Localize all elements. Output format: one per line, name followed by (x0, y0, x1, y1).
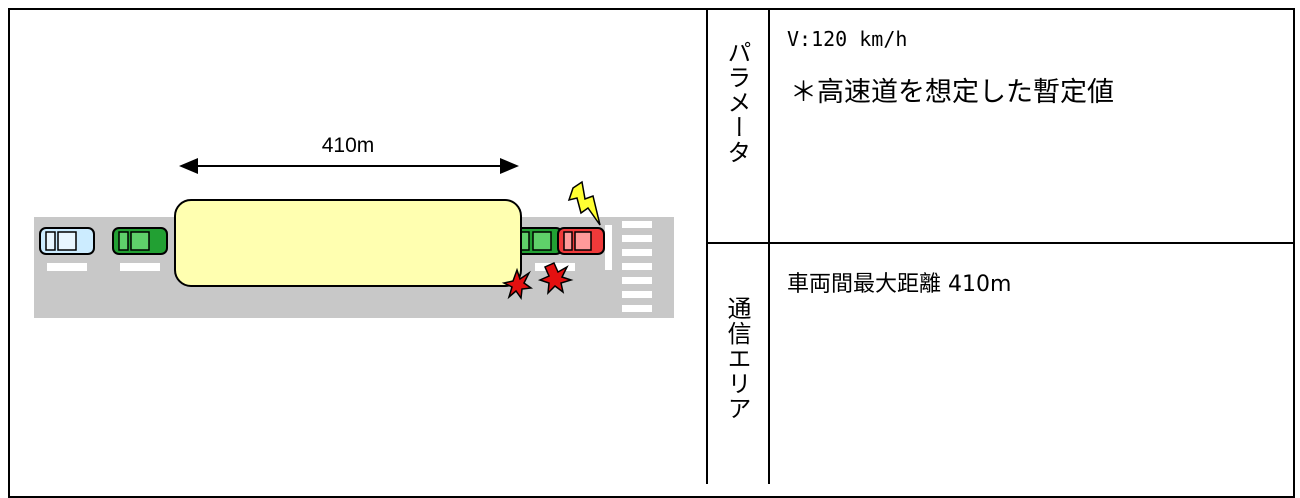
distance-label: 410m (322, 134, 375, 157)
lane-dash (47, 263, 87, 271)
divider-header (768, 8, 770, 484)
crash-icon (501, 267, 534, 301)
crash-icon (537, 262, 574, 296)
row1-header: パラメータ (723, 40, 751, 165)
lightning-icon (567, 180, 601, 226)
traffic-diagram: 410m (34, 134, 674, 318)
speed-parameter: V:120 km/h (787, 27, 908, 51)
stop-line (605, 225, 612, 270)
distance-arrow (179, 158, 519, 174)
parameter-note: ＊高速道を想定した暫定値 (790, 77, 1114, 108)
divider-diagram (706, 8, 708, 484)
car-red (557, 227, 605, 255)
communication-range: 車両間最大距離 410m (787, 272, 1012, 297)
car-light-blue (39, 227, 95, 255)
row2-header: 通信エリア (723, 296, 751, 421)
lane-dash (120, 263, 160, 271)
divider-row (706, 242, 1295, 244)
truck (174, 199, 522, 287)
crosswalk (622, 221, 652, 312)
car-green (112, 227, 168, 255)
